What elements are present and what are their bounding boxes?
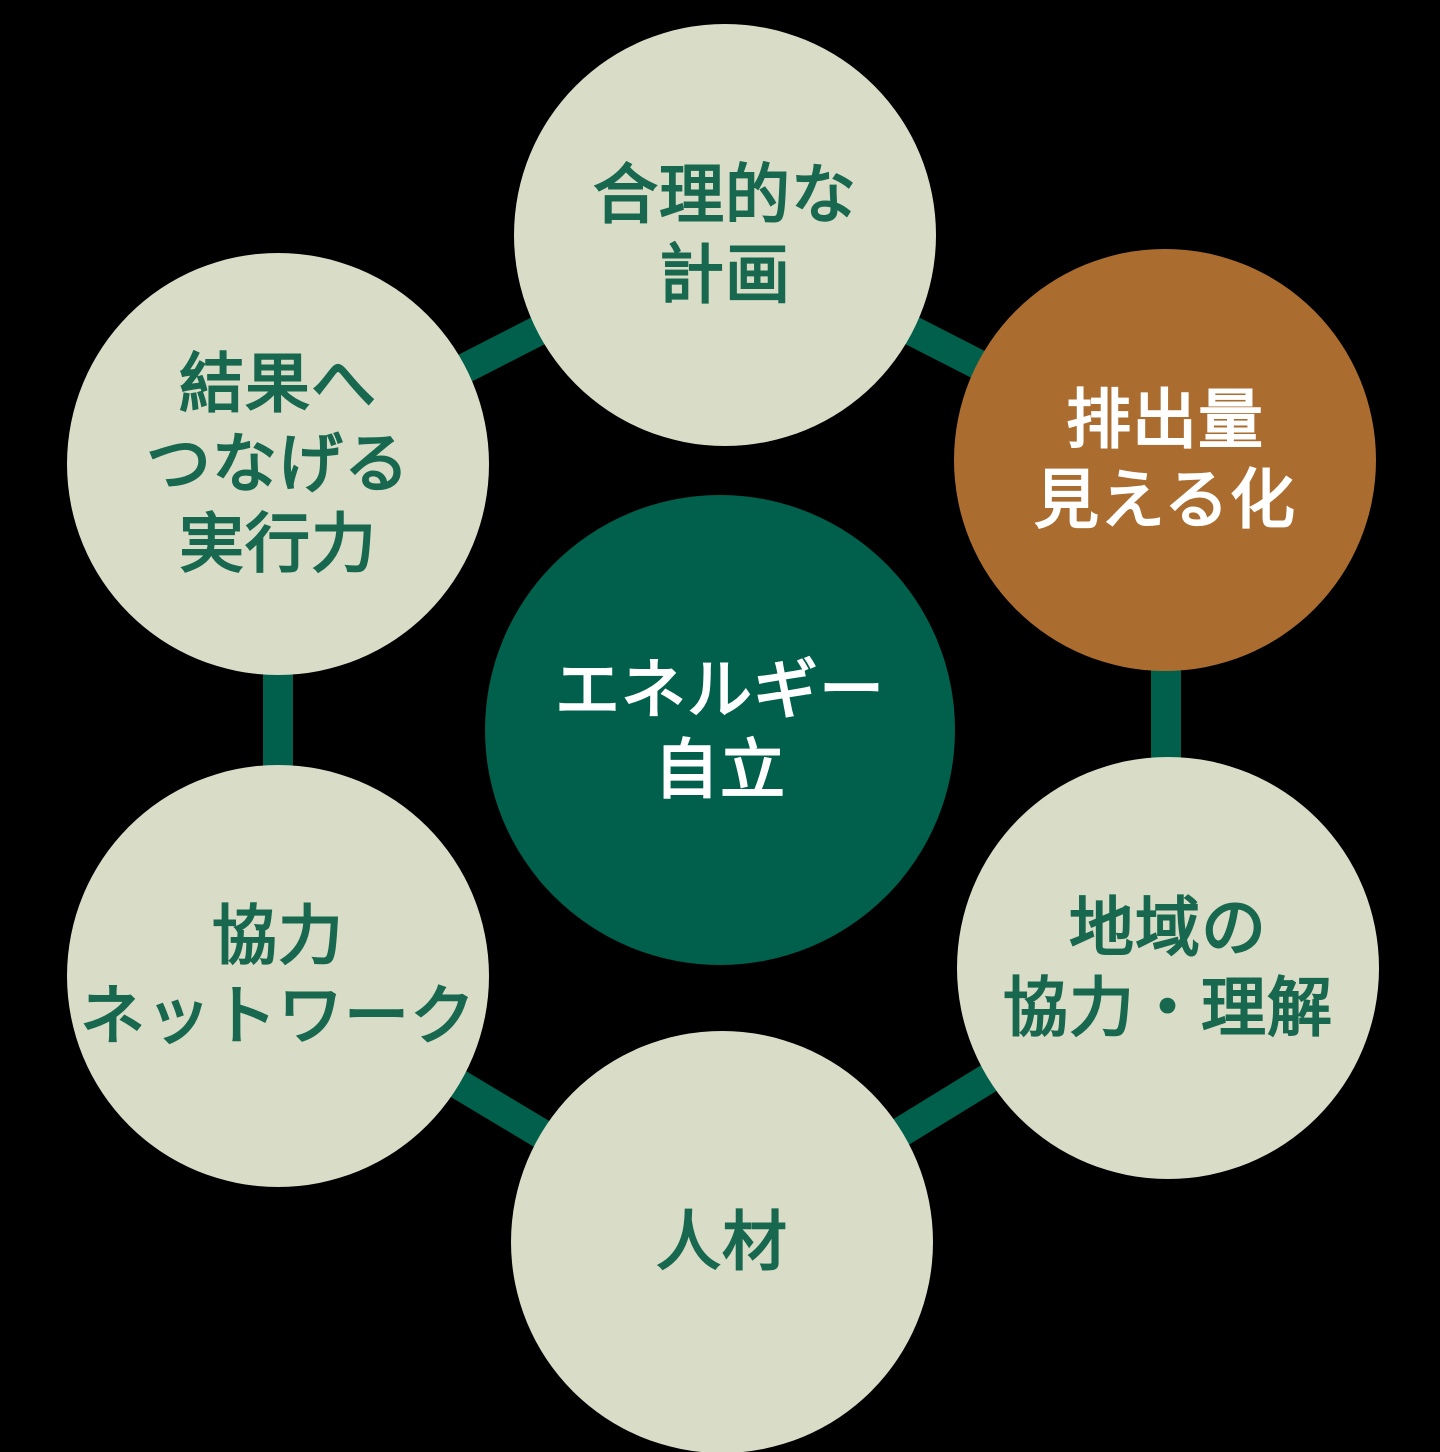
label-line: 結果へ bbox=[178, 347, 377, 421]
node-energy-independence-label: エネルギー 自立 bbox=[555, 650, 885, 810]
node-execution-to-results-label: 結果へ つなげる 実行力 bbox=[146, 344, 410, 584]
node-human-resources-label: 人材 bbox=[656, 1202, 788, 1282]
label-line: ネットワーク bbox=[79, 979, 476, 1052]
label-line: 合理的な bbox=[592, 158, 857, 232]
node-energy-independence: エネルギー 自立 bbox=[485, 495, 955, 965]
node-human-resources: 人材 bbox=[511, 1031, 933, 1452]
label-line: 人材 bbox=[655, 1205, 788, 1279]
label-line: 地域の bbox=[1068, 891, 1267, 965]
label-line: 計画 bbox=[658, 238, 791, 311]
label-line: 協力 bbox=[211, 899, 344, 973]
label-line: 自立 bbox=[653, 733, 786, 806]
label-line: 排出量 bbox=[1065, 383, 1264, 457]
node-emissions-visualization-label: 排出量 見える化 bbox=[1034, 380, 1296, 540]
label-line: 協力・理解 bbox=[1002, 971, 1333, 1044]
node-execution-to-results: 結果へ つなげる 実行力 bbox=[67, 253, 489, 675]
label-line: 実行力 bbox=[178, 506, 377, 580]
node-cooperation-network-label: 協力 ネットワーク bbox=[80, 896, 476, 1056]
node-cooperation-network: 協力 ネットワーク bbox=[67, 765, 489, 1187]
node-rational-plan: 合理的な 計画 bbox=[514, 24, 936, 446]
label-line: つなげる bbox=[145, 427, 410, 501]
label-line: 見える化 bbox=[1033, 463, 1297, 536]
node-regional-cooperation-understanding: 地域の 協力・理解 bbox=[957, 757, 1379, 1179]
label-line: エネルギー bbox=[554, 653, 885, 727]
node-rational-plan-label: 合理的な 計画 bbox=[593, 155, 857, 315]
node-regional-cooperation-understanding-label: 地域の 協力・理解 bbox=[1003, 888, 1333, 1048]
node-emissions-visualization: 排出量 見える化 bbox=[954, 249, 1376, 671]
